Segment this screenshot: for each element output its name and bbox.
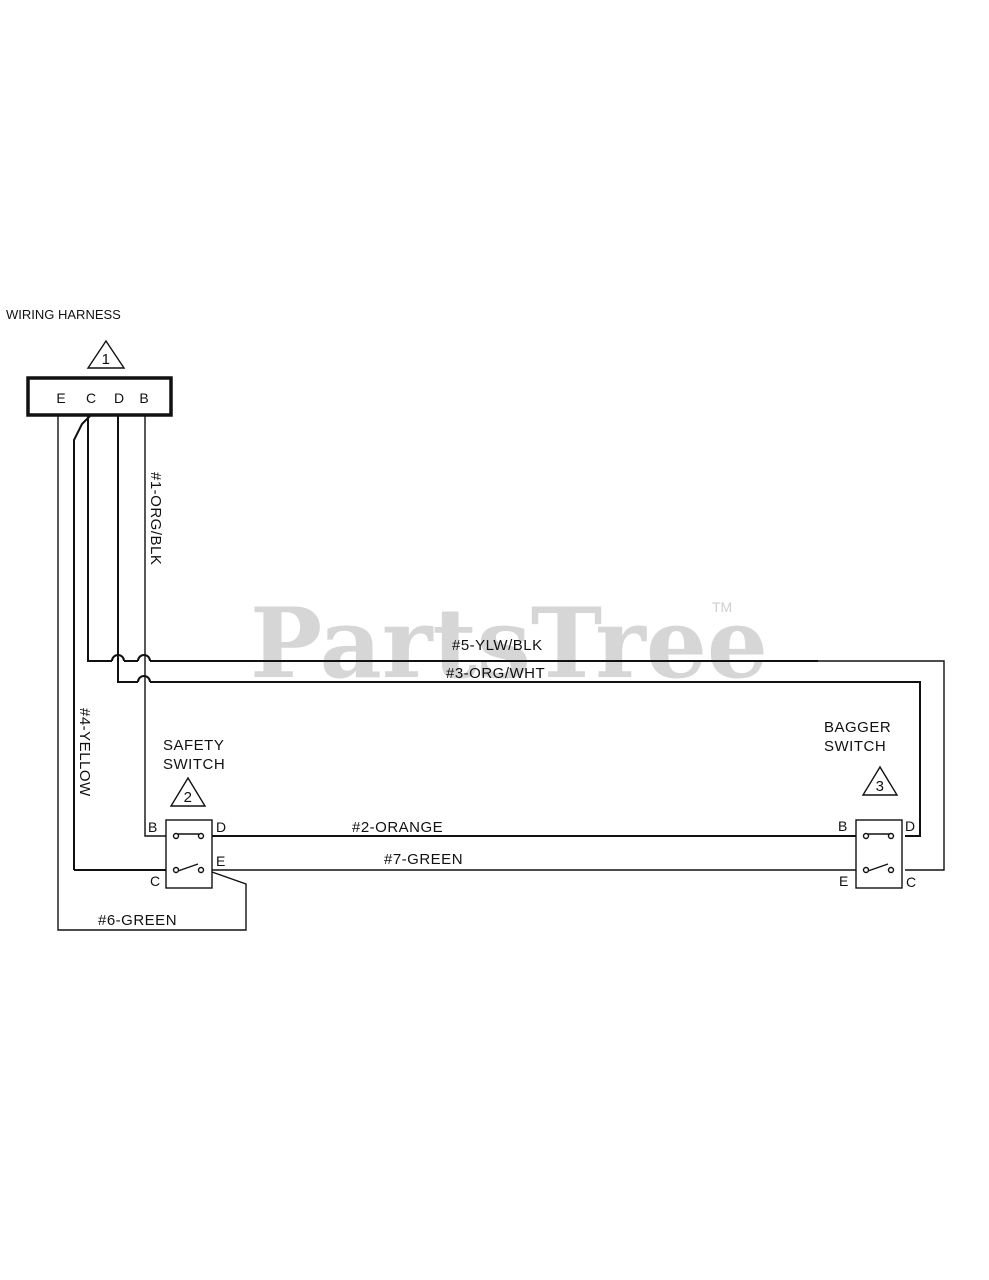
wire-5-ylw-blk-right <box>818 660 945 871</box>
wire-label-4: #4-YELLOW <box>76 708 93 797</box>
wire-3-hop <box>137 675 151 683</box>
bagger-switch-title-2: SWITCH <box>824 738 886 755</box>
wire-label-1: #1-ORG/BLK <box>147 472 164 565</box>
bagger-switch <box>855 819 903 889</box>
harness-pin-d: D <box>114 390 124 406</box>
harness-pin-b: B <box>139 390 148 406</box>
wire-3-org-wht <box>117 416 921 837</box>
wire-5-ylw-blk <box>87 416 818 662</box>
bagger-pin-e: E <box>839 873 848 889</box>
wire-label-3: #3-ORG/WHT <box>446 665 545 682</box>
bagger-switch-ref-number: 3 <box>876 778 885 795</box>
harness-ref-triangle: 1 <box>86 339 126 369</box>
safety-switch-title-1: SAFETY <box>163 737 224 754</box>
harness-pin-e: E <box>56 390 65 406</box>
wire-1-org-blk <box>144 416 166 837</box>
harness-title: WIRING HARNESS <box>6 307 121 322</box>
wire-4-yellow <box>73 415 91 870</box>
safety-switch-ref-triangle: 2 <box>169 776 207 807</box>
harness-ref-number: 1 <box>102 351 111 368</box>
harness-connector: E C D B <box>26 376 173 417</box>
bagger-pin-d: D <box>905 818 915 834</box>
wire-5-hop-2 <box>137 654 151 662</box>
safety-pin-c: C <box>150 873 160 889</box>
safety-switch-title-2: SWITCH <box>163 756 225 773</box>
bagger-switch-title-1: BAGGER <box>824 719 891 736</box>
bagger-pin-c: C <box>906 874 916 890</box>
bagger-pin-b: B <box>838 818 847 834</box>
watermark-tm: TM <box>712 599 732 615</box>
wire-label-5: #5-YLW/BLK <box>452 637 543 654</box>
bagger-switch-ref-triangle: 3 <box>861 765 899 796</box>
safety-pin-d: D <box>216 819 226 835</box>
safety-pin-b: B <box>148 819 157 835</box>
harness-pin-c: C <box>86 390 96 406</box>
wire-label-7: #7-GREEN <box>384 851 463 868</box>
safety-switch <box>165 819 213 889</box>
wire-label-2: #2-ORANGE <box>352 819 443 836</box>
wire-6-green <box>57 416 247 931</box>
safety-pin-e: E <box>216 853 225 869</box>
safety-switch-ref-number: 2 <box>184 789 193 806</box>
wire-label-6: #6-GREEN <box>98 912 177 929</box>
